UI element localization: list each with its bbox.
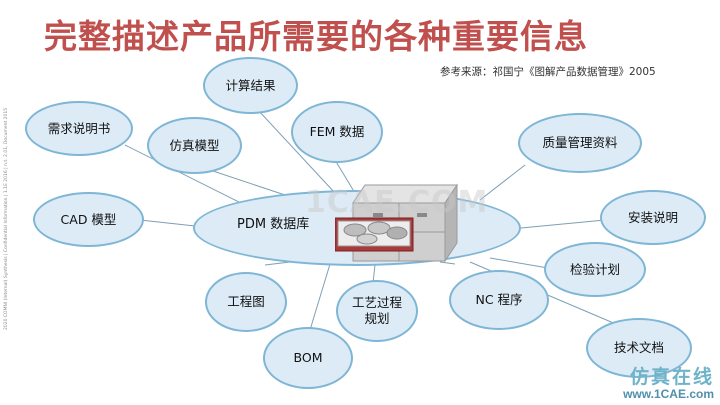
slide-title: 完整描述产品所需要的各种重要信息 [44,17,588,56]
filing-cabinet-icon [335,183,458,263]
node-requirements: 需求说明书 [25,101,133,156]
node-drawings: 工程图 [205,272,287,332]
connector-requirements [124,144,256,211]
logo-text: 仿真在线 [629,365,714,388]
node-tech-docs: 技术文档 [586,318,692,378]
connector-inspection-plan [489,257,549,269]
node-fem-data: FEM 数据 [291,101,383,163]
hub-label: PDM 数据库 [237,217,310,232]
connector-install-guide [520,219,606,229]
node-simulation-model: 仿真模型 [147,117,242,174]
node-install-guide: 安装说明 [600,190,706,245]
node-process-plan: 工艺过程 规划 [336,280,418,342]
node-bom: BOM [263,327,353,389]
connector-quality-docs [479,164,526,201]
watermark-text: 1CAE.COM [305,185,489,220]
connector-cad-model [139,219,196,227]
connector-fem-data [334,159,356,194]
node-calc-results: 计算结果 [203,57,298,114]
connector-calc-results [257,109,336,194]
logo-url: www.1CAE.com [623,386,714,401]
node-inspection-plan: 检验计划 [544,242,646,297]
connector-bom [309,263,331,331]
node-cad-model: CAD 模型 [33,192,144,247]
connector-drawings [264,261,291,266]
node-quality-docs: 质量管理资料 [518,113,642,173]
connector-nc-program [439,261,456,265]
node-nc-program: NC 程序 [449,270,549,330]
site-logo: 仿真在线 www.1CAE.com [623,367,714,401]
source-citation: 参考来源：祁国宁《图解产品数据管理》2005 [440,66,656,78]
